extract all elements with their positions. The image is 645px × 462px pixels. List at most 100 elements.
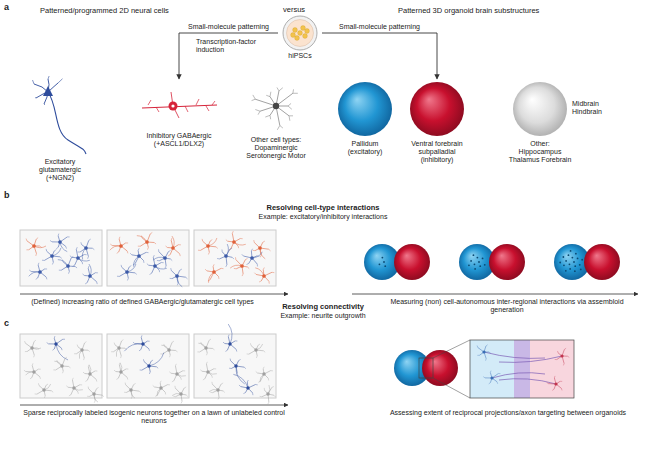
neuron-icon xyxy=(42,248,62,265)
dendrite xyxy=(186,277,188,279)
dendrite xyxy=(253,250,255,251)
dendrite xyxy=(74,353,76,354)
dendrite xyxy=(186,395,188,397)
dendrite xyxy=(46,277,48,279)
zoom-line xyxy=(433,340,470,358)
panel-c-inset-neurons xyxy=(477,345,569,391)
dendrite xyxy=(34,340,36,341)
dendrite xyxy=(292,89,294,93)
culture-well xyxy=(194,230,276,286)
neuron-icon xyxy=(87,387,104,403)
node-icon xyxy=(238,80,314,136)
dendrite xyxy=(143,359,145,361)
soma xyxy=(554,382,557,385)
dendrite xyxy=(260,396,262,397)
neuron-icon xyxy=(50,234,70,252)
neuron-icon xyxy=(230,257,249,276)
dendrite xyxy=(270,115,272,119)
dendrite xyxy=(38,263,40,265)
soma xyxy=(88,372,91,375)
dendrite xyxy=(174,386,175,388)
dendrite xyxy=(156,367,158,368)
dendrite xyxy=(125,383,126,385)
connector-arrow xyxy=(179,33,278,79)
dendrite xyxy=(50,240,52,241)
labeled-cell xyxy=(474,268,476,270)
dendrite xyxy=(80,384,82,385)
dendrite xyxy=(269,249,271,251)
dendrite xyxy=(38,383,40,385)
neuron-icon xyxy=(83,264,98,284)
branch xyxy=(148,100,151,105)
dendrite xyxy=(232,231,234,233)
dendrite xyxy=(153,385,155,387)
neuron-icon xyxy=(233,374,257,395)
neuron-icon xyxy=(137,233,156,250)
dendrite xyxy=(181,401,183,403)
neuron-icon xyxy=(25,340,41,357)
neuron-icon xyxy=(110,237,128,254)
dendrite xyxy=(168,384,170,385)
progress-arrow xyxy=(20,405,288,406)
section-title: Patterned 3D organoid brain substructure… xyxy=(398,6,638,15)
dendrite xyxy=(35,393,37,394)
dendrite xyxy=(40,246,42,247)
soma xyxy=(163,256,167,260)
neuron-icon xyxy=(200,362,216,380)
dendrite xyxy=(97,387,99,388)
dendrite xyxy=(165,392,166,394)
dendrite xyxy=(268,378,269,380)
neuron-icon xyxy=(198,238,218,255)
dendrite xyxy=(208,280,210,281)
soma xyxy=(54,342,57,345)
dendrite xyxy=(208,252,210,254)
neuron-icon xyxy=(247,343,266,358)
dendrite xyxy=(268,281,269,283)
neuron-icon xyxy=(169,364,185,382)
dendrite xyxy=(85,380,87,381)
dendrite xyxy=(129,266,131,267)
labeled-cell xyxy=(580,269,582,271)
labeled-cell xyxy=(579,264,581,266)
soma xyxy=(266,392,269,395)
section-title: Patterned/programmed 2D neural cells xyxy=(40,6,220,15)
soma xyxy=(262,274,266,278)
dendrite xyxy=(53,369,55,370)
labeled-cell xyxy=(571,257,573,259)
dendrite xyxy=(160,381,162,383)
node-icon xyxy=(28,76,92,158)
dendrite xyxy=(159,270,161,272)
dendrite xyxy=(88,266,90,268)
neuron-icon xyxy=(53,357,70,373)
dendrite xyxy=(211,382,212,384)
neuron-icon xyxy=(124,383,141,399)
dendrite xyxy=(58,79,63,83)
branch xyxy=(185,106,188,112)
stem-cell-colony xyxy=(301,26,306,31)
soma xyxy=(32,244,36,248)
dendrite xyxy=(46,384,48,385)
dendrite xyxy=(85,342,87,343)
dendrite xyxy=(96,379,98,381)
dendrite xyxy=(483,377,485,378)
neuron-icon xyxy=(170,268,188,287)
organoid-sphere xyxy=(584,244,620,280)
dendrite xyxy=(54,250,56,251)
soma xyxy=(129,388,132,391)
panel-c-neurons xyxy=(24,324,275,404)
soma xyxy=(60,364,63,367)
soma xyxy=(84,246,88,250)
panel-letter: b xyxy=(4,190,24,201)
node-label: Other cell types: Dopaminergic Serotoner… xyxy=(238,136,314,160)
dendrite xyxy=(256,356,258,358)
soma xyxy=(246,386,249,389)
cell-dish: hiPSCs xyxy=(278,14,322,60)
stem-cell-colony xyxy=(303,34,308,39)
labeled-cell xyxy=(478,261,480,263)
dendrite xyxy=(279,88,283,91)
labeled-cell xyxy=(381,257,383,259)
dendrite xyxy=(25,351,27,352)
dendrite xyxy=(229,368,231,369)
dendrite xyxy=(48,76,50,79)
